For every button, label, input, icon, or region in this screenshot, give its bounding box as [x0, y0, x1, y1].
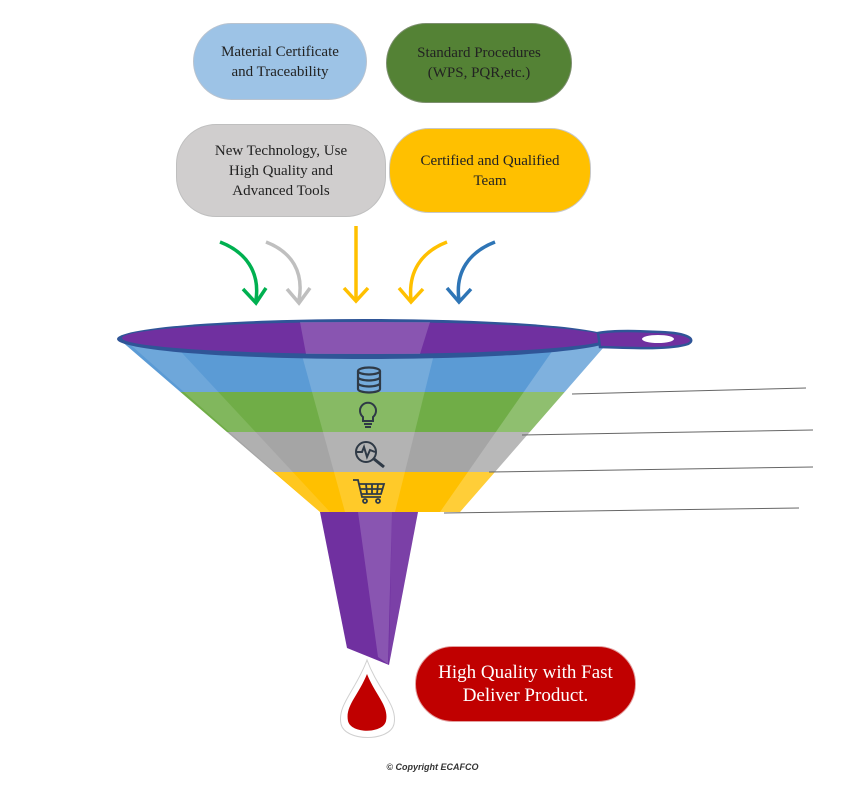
leader-lines — [443, 387, 814, 514]
input-box-standard-procedures: Standard Procedures (WPS, PQR,etc.) — [386, 23, 572, 103]
input-box-new-technology: New Technology, Use High Quality and Adv… — [176, 124, 386, 217]
analytics-magnifier-icon — [355, 441, 385, 469]
arrow-gray — [265, 240, 312, 306]
red-drop-icon — [339, 658, 395, 738]
copyright-text: © Copyright ECAFCO — [386, 762, 479, 772]
lightbulb-icon — [359, 401, 377, 428]
arrow-green — [219, 240, 268, 306]
arrow-yellow-curved — [397, 240, 448, 305]
input-box-certified-team: Certified and Qualified Team — [389, 128, 591, 213]
funnel-spout — [320, 512, 418, 665]
database-icon — [356, 366, 382, 394]
shopping-cart-icon — [353, 479, 386, 504]
funnel-handle-hole — [642, 335, 674, 343]
result-box: High Quality with Fast Deliver Product. — [415, 646, 636, 722]
input-arrows — [219, 226, 496, 306]
input-box-material-certificate: Material Certificate and Traceability — [193, 23, 367, 100]
arrow-blue — [445, 240, 496, 305]
funnel-rim — [117, 319, 693, 359]
arrow-yellow-straight — [342, 226, 370, 304]
